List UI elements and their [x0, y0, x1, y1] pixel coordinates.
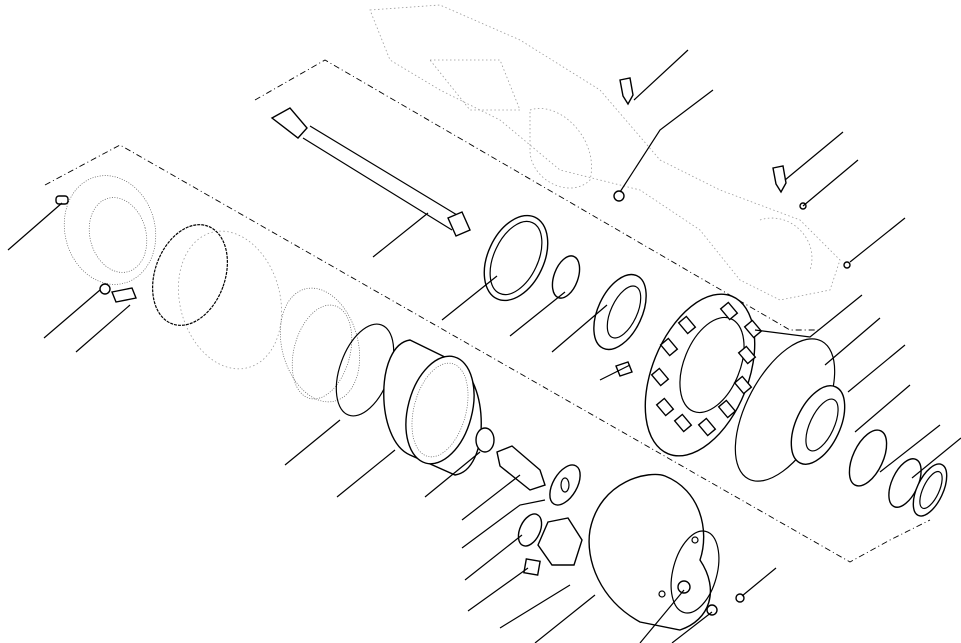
washer: [99, 283, 111, 295]
fitting: [772, 165, 787, 194]
leader-lines: [7, 49, 961, 643]
breather: [619, 77, 634, 106]
planet-gear: [537, 517, 583, 566]
plug: [677, 580, 691, 594]
boundary-upper: [254, 59, 820, 331]
drain-plug: [613, 190, 625, 202]
vent-plug: [843, 261, 851, 269]
plug: [706, 604, 718, 616]
bearing-cup: [848, 429, 888, 487]
seal-ring: [483, 214, 549, 302]
drive-shaft: [270, 107, 471, 237]
thrust-washer: [549, 464, 581, 506]
wheel-hub: [644, 293, 763, 457]
pin: [55, 195, 69, 205]
pinion-shaft: [496, 445, 546, 491]
sun-gear-ghost: [291, 304, 353, 400]
bolt: [111, 287, 137, 303]
hub-bolt: [615, 361, 633, 377]
ring-gear-drum: [383, 339, 482, 476]
snap-ring: [551, 255, 581, 299]
axle-housing-ghost: [369, 4, 841, 301]
bearing-outer: [790, 385, 846, 465]
end-cover: [588, 473, 720, 631]
boundary-lower: [44, 144, 931, 563]
planet-ring: [517, 513, 543, 547]
needle-bearing: [523, 558, 541, 576]
spacer: [475, 427, 495, 453]
bearing-inner: [593, 273, 647, 351]
dust-seal: [912, 463, 948, 517]
snap-ring-left: [152, 224, 228, 326]
wheel-studs: [650, 301, 763, 437]
